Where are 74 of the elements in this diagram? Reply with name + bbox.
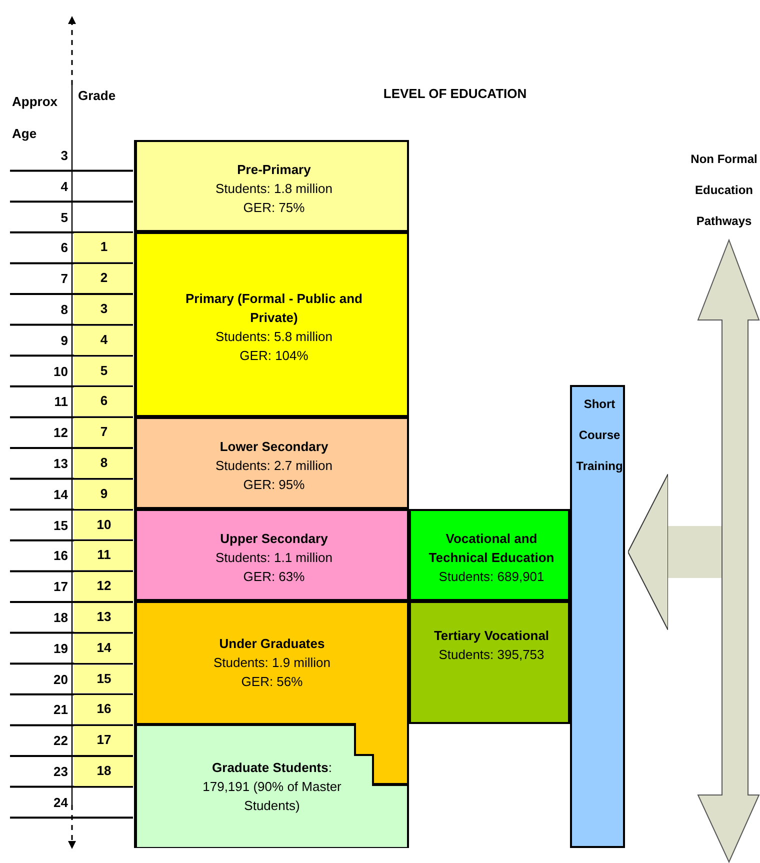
grade-number: 8 [74,449,134,478]
age-number: 21 [52,701,68,720]
grade-number: 2 [74,264,134,293]
box-heading: Vocational and Technical Education [428,530,556,566]
box-heading: Graduate Students: [212,758,332,776]
block-arrow [628,474,722,630]
age-number: 22 [52,732,68,750]
age-number: 5 [60,208,68,227]
age-number: 17 [52,578,68,596]
column-header: Approx Age [12,93,58,143]
box-text: GER: 63% [243,568,305,586]
level-box [409,601,570,724]
age-number: 8 [60,301,68,319]
box-text: 179,191 (90% of Master Students) [202,778,342,814]
grade-number: 10 [74,510,134,540]
section-title: LEVEL OF EDUCATION [382,85,528,103]
box-heading: Short Course Training [575,396,624,475]
grade-number: 1 [74,233,134,262]
grade-number: 7 [74,418,134,447]
grade-number: 16 [74,695,134,724]
age-number: 20 [52,670,68,689]
age-number: 11 [53,393,68,412]
age-number: 6 [60,239,68,258]
age-number: 4 [60,178,68,196]
grade-number: 13 [74,603,134,632]
age-number: 14 [52,486,68,504]
age-number: 19 [52,640,68,658]
grade-number: 5 [74,356,134,386]
age-number: 16 [52,547,68,566]
grade-number: 6 [74,387,134,416]
box-text: Students: 395,753 [438,646,544,664]
column-header: Grade [78,87,117,105]
age-number: 9 [60,332,68,350]
age-number: 10 [52,362,68,381]
box-text: GER: 104% [240,346,308,364]
grade-number: 15 [74,664,134,694]
age-number: 3 [60,147,68,165]
box-heading: Upper Secondary [220,530,328,548]
box-text: GER: 75% [243,198,305,216]
box-text: GER: 95% [243,476,305,494]
box-text: GER: 56% [241,673,303,691]
age-number: 23 [52,763,68,781]
box-heading: Lower Secondary [220,438,328,456]
box-text: Students: 1.1 million [215,548,333,566]
box-heading: Pre-Primary [237,160,311,178]
box-text: Students: 689,901 [438,568,544,586]
training-bar [570,385,625,848]
box-text: Students: 1.9 million [213,654,331,672]
level-box [135,417,409,509]
age-number: 7 [60,270,68,288]
age-number: 12 [52,424,68,442]
box-heading: Under Graduates [219,635,325,653]
grade-number: 11 [74,541,134,570]
age-number: 15 [52,516,68,535]
pathway-heading: Non Formal Education Pathways [690,151,758,230]
grade-number: 9 [74,480,134,509]
box-text: Students: 5.8 million [215,328,333,346]
level-box [135,140,409,232]
box-text: Students: 1.8 million [215,180,333,198]
grade-number: 18 [74,757,134,786]
level-box [135,232,409,417]
age-number: 18 [52,609,68,627]
level-box [135,509,409,601]
grade-number: 4 [74,326,134,355]
box-heading: Primary (Formal - Public and Private) [184,290,364,326]
grade-number: 17 [74,726,134,755]
level-box [409,509,570,601]
box-text: Students: 2.7 million [215,456,333,474]
age-number: 24 [52,794,68,812]
grade-number: 12 [74,572,134,601]
age-number: 13 [52,455,68,473]
grade-number: 14 [74,634,134,663]
grade-number: 3 [74,295,134,324]
box-heading: Tertiary Vocational [434,626,550,644]
